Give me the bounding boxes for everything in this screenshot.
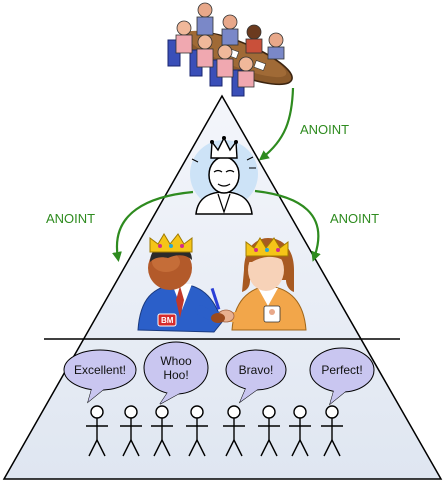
stick-figure (86, 405, 108, 457)
stick-figure (120, 405, 142, 457)
stick-figure (151, 405, 173, 457)
speech-bubble-text: Hoo! (163, 368, 188, 382)
stick-figure (223, 405, 245, 457)
board-meeting-icon (167, 2, 293, 97)
manager-badge: BM (161, 316, 174, 325)
speech-bubble-text: Excellent! (74, 363, 126, 377)
speech-bubble-text: Whoo (160, 354, 192, 368)
speech-bubble: Perfect! (309, 347, 375, 406)
stick-figure (258, 405, 280, 457)
anoint-label-ceo-to-right: ANOINT (330, 211, 379, 226)
anoint-label-ceo-to-left: ANOINT (46, 211, 95, 226)
stick-figure (289, 405, 311, 457)
speech-bubble-text: Bravo! (239, 363, 274, 377)
anoint-arrow-board-to-ceo (258, 87, 295, 161)
speech-bubble: Bravo! (225, 349, 287, 404)
stick-figure (186, 405, 208, 457)
speech-bubble-text: Perfect! (321, 363, 362, 377)
crowned-manager-left: BM (137, 233, 233, 333)
speech-bubble: Excellent! (63, 349, 137, 404)
crowned-manager-right (211, 237, 307, 331)
stick-figure (321, 405, 343, 457)
anoint-arrow-ceo-to-right (254, 189, 321, 262)
anoint-arrow-ceo-to-left (112, 190, 194, 262)
workers (86, 405, 343, 457)
anoint-label-board-to-ceo: ANOINT (300, 122, 349, 137)
ceo-icon (190, 136, 258, 215)
